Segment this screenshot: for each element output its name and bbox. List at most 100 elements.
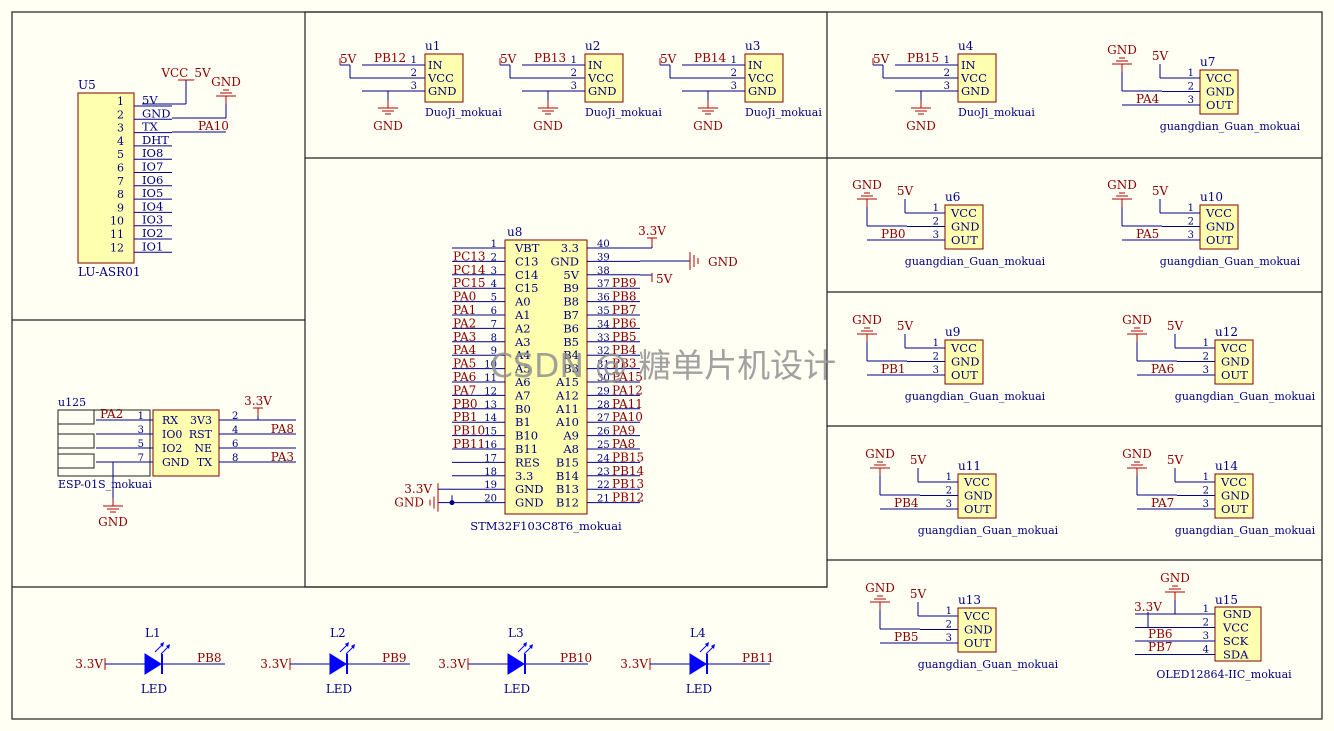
- led-supply-label: 3.3V: [260, 657, 288, 671]
- sensor-pin-name: GND: [1206, 85, 1234, 99]
- asr-pin-name: IO7: [142, 160, 163, 174]
- sensor-name: guangdian_Guan_mokuai: [905, 390, 1046, 403]
- oled-pin-number: 3: [1203, 631, 1209, 642]
- esp-antenna-trace: [57, 409, 95, 425]
- sensor-body: [1199, 69, 1239, 115]
- asr-tx-net: PA10: [198, 119, 229, 133]
- mcu-right-net: PA8: [612, 437, 635, 451]
- sensor-vcc-label: 5V: [1152, 184, 1169, 198]
- mcu-pin-name: A3: [514, 335, 531, 349]
- sensor-net: PA5: [1136, 227, 1159, 241]
- asr-pin-number: 5: [117, 148, 124, 161]
- led-triangle: [507, 653, 525, 675]
- mcu-left-net: PB10: [453, 424, 485, 438]
- servo-body: [424, 53, 464, 103]
- mcu-pin-name: B5: [563, 335, 579, 349]
- sensor-pin-number: 1: [946, 472, 952, 483]
- mcu-pin-name: A5: [514, 362, 531, 376]
- asr-pin-name: TX: [142, 120, 159, 134]
- sensor-pin-name: GND: [951, 355, 979, 369]
- mcu-pin-number: 17: [484, 453, 497, 464]
- led-triangle: [689, 653, 707, 675]
- asr-pin-number: 8: [117, 188, 124, 201]
- watermark: CSDN @ 糖单片机设计: [490, 346, 836, 385]
- asr-pin-number: 1: [117, 95, 124, 108]
- mcu-pin-name: A1: [514, 308, 531, 322]
- gnd-label: GND: [865, 447, 895, 461]
- mcu-right-net: PB13: [612, 477, 644, 491]
- gnd-label: GND: [1122, 447, 1152, 461]
- mcu-pin-name: A6: [514, 375, 531, 389]
- sensor-pin-number: 3: [1203, 365, 1209, 376]
- sensor-pin-name: OUT: [1206, 98, 1233, 112]
- sensor-pin-number: 2: [1203, 486, 1209, 497]
- mcu-pin-number: 4: [491, 279, 497, 290]
- mcu-right-net: PB15: [612, 450, 644, 464]
- servo-pin-name: IN: [748, 58, 763, 72]
- asr-designator: U5: [78, 78, 96, 92]
- mcu-right-net: PB7: [612, 303, 637, 317]
- sensor-pin-number: 1: [1188, 68, 1194, 79]
- mcu-pin-name: B7: [563, 308, 579, 322]
- esp-pin-name: 3V3: [190, 414, 212, 427]
- mcu-pin-name: C14: [515, 268, 538, 282]
- mcu-pin-number: 12: [484, 386, 497, 397]
- oled-sda-net: PB7: [1148, 640, 1173, 654]
- mcu-gnd-label: GND: [708, 255, 738, 269]
- sensor-pin-name: GND: [964, 489, 992, 503]
- sensor-pin-name: OUT: [964, 636, 991, 650]
- led-designator: L1: [145, 626, 161, 640]
- servo-pin-name: IN: [428, 58, 443, 72]
- gnd-label: GND: [1107, 178, 1137, 192]
- sensor-pin-number: 1: [1203, 472, 1209, 483]
- led-label: LED: [141, 682, 167, 696]
- servo-designator: u2: [585, 39, 600, 53]
- servo-pin-name: GND: [961, 84, 989, 98]
- sensor-pin-number: 3: [1203, 499, 1209, 510]
- sensor-name: guangdian_Guan_mokuai: [905, 255, 1046, 268]
- mcu-pin-name: A9: [562, 429, 579, 443]
- mcu-left-net: PB1: [453, 410, 478, 424]
- asr-pin-number: 7: [117, 175, 124, 188]
- led-designator: L2: [330, 626, 346, 640]
- led-ray-head: [160, 642, 164, 647]
- mcu-pin-number: 8: [491, 333, 497, 344]
- servo-pin-number: 1: [411, 55, 417, 66]
- mcu-pin-number: 23: [597, 467, 610, 478]
- gnd-label: GND: [1107, 43, 1137, 57]
- mcu-pin-number: 30: [597, 373, 610, 384]
- mcu-pin-number: 20: [484, 494, 497, 505]
- mcu-pin-number: 26: [597, 427, 610, 438]
- servo-name: DuoJi_mokuai: [958, 106, 1035, 119]
- mcu-pin-number: 22: [597, 480, 610, 491]
- mcu-pin-number: 15: [484, 427, 497, 438]
- servo-vcc-label: 5V: [660, 52, 677, 66]
- mcu-pin-number: 10: [484, 360, 497, 371]
- sensor-net: PB0: [881, 227, 906, 241]
- asr-vcc-label: VCC_5V: [160, 66, 211, 80]
- sensor-name: guangdian_Guan_mokuai: [1160, 255, 1301, 268]
- mcu-pin-name: VBT: [514, 241, 540, 255]
- asr-pin-name: 5V: [142, 93, 158, 107]
- sensor-net: PB4: [894, 496, 919, 510]
- esp-pin-name: RX: [162, 414, 178, 427]
- mcu-pin-name: RES: [515, 455, 540, 469]
- mcu-pin-name: A11: [555, 402, 579, 416]
- mcu-pin-number: 18: [484, 467, 497, 478]
- mcu-pin-number: 28: [597, 400, 610, 411]
- mcu-left-net: PA4: [453, 343, 477, 357]
- sensor-pin-number: 2: [1188, 217, 1194, 228]
- sensor-pin-number: 2: [933, 352, 939, 363]
- mcu-right-net: PA15: [612, 370, 643, 384]
- sensor-vcc-label: 5V: [897, 319, 914, 333]
- mcu-left-net: PA3: [453, 330, 476, 344]
